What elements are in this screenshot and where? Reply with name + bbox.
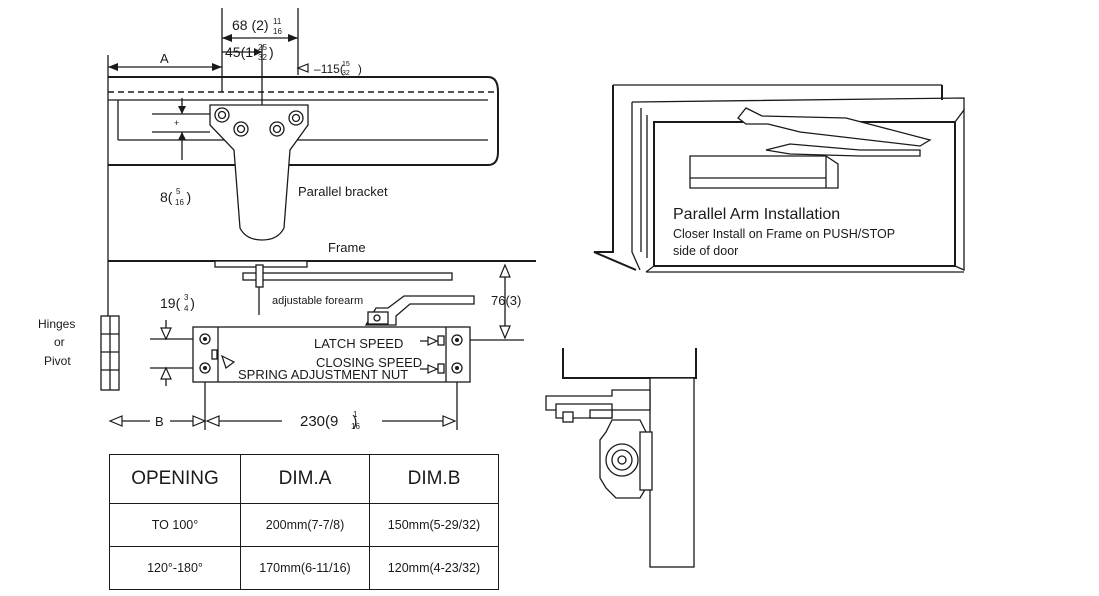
cell-dim-b: 120mm(4-23/32) [369,546,499,590]
dim-115: –115() [314,62,362,76]
dim-45: 45(1) [225,44,274,60]
label-latch-speed: LATCH SPEED [314,336,403,351]
header-opening: OPENING [109,454,241,504]
dim-115-den: 32 [342,70,350,77]
header-dim-b: DIM.B [369,454,499,504]
installation-line1: Closer Install on Frame on PUSH/STOP [673,227,895,241]
frame-header: + [108,76,499,166]
label-parallel-bracket: Parallel bracket [298,184,388,199]
dim-a-label: A [160,51,169,66]
cell-dim-a: 170mm(6-11/16) [240,546,370,590]
dim-68-num: 11 [273,17,282,26]
cell-dim-a: 200mm(7-7/8) [240,503,370,547]
label-hinges: Hinges [38,317,75,331]
label-spring-nut: SPRING ADJUSTMENT NUT [238,367,408,382]
installation-title: Parallel Arm Installation [673,206,840,223]
dim-230: 230(9) [300,413,357,430]
side-section-view [545,348,697,568]
table-row: TO 100° 200mm(7-7/8) 150mm(5-29/32) [109,503,499,547]
installation-line2: side of door [673,244,738,258]
dim-45-num: 25 [258,43,267,52]
dim-68-den: 16 [273,27,282,36]
label-pivot: Pivot [44,354,71,368]
frame-and-forearm [108,260,536,326]
dim-19-den: 4 [184,304,189,313]
dimension-table: OPENING DIM.A DIM.B TO 100° 200mm(7-7/8)… [109,454,499,590]
hinges-symbol [100,315,120,391]
installation-illustration [593,84,965,273]
label-or: or [54,335,65,349]
dim-230-num: 1 [353,410,358,419]
header-dim-a: DIM.A [240,454,370,504]
cell-opening: 120°-180° [109,546,241,590]
cell-opening: TO 100° [109,503,241,547]
dim-230-den: 16 [351,422,360,431]
label-frame: Frame [328,240,366,255]
dim-19: 19() [160,295,195,311]
dim-76: 76(3) [491,293,521,308]
dim-8-den: 16 [175,198,184,207]
dim-45-den: 32 [258,53,267,62]
dim-8-num: 5 [176,187,181,196]
dim-68: 68 (2) [232,17,269,33]
svg-text:+: + [174,118,179,128]
dim-8: 8() [160,189,191,205]
table-header-row: OPENING DIM.A DIM.B [109,454,499,504]
dim-115-num: 15 [342,61,350,68]
label-adjustable-forearm: adjustable forearm [272,295,363,307]
bottom-dimensions [108,382,458,430]
dim-b-label: B [155,414,164,429]
closer-body [192,326,471,383]
cell-dim-b: 150mm(5-29/32) [369,503,499,547]
dim-19-num: 3 [184,293,189,302]
label-closing-speed: CLOSING SPEED [316,355,422,370]
parallel-bracket [209,104,309,241]
table-row: 120°-180° 170mm(6-11/16) 120mm(4-23/32) [109,546,499,590]
